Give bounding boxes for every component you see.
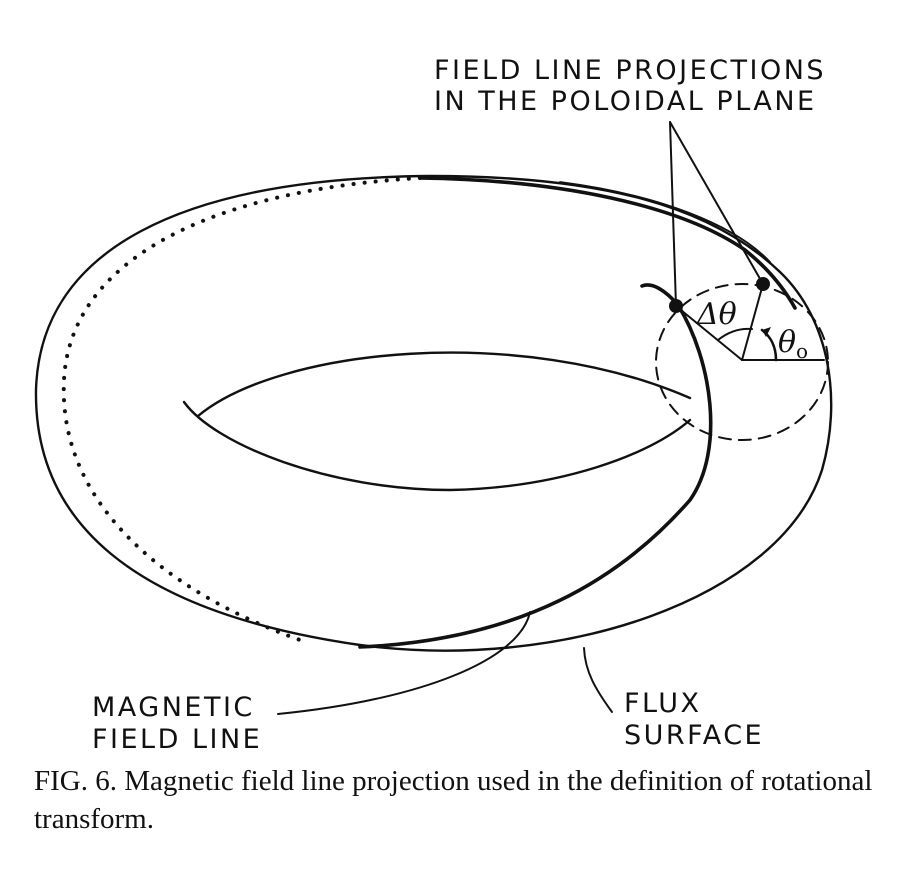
delta-theta-arc <box>717 327 753 341</box>
magnetic-label-line1: MAGNETIC <box>92 692 255 723</box>
radius-to-point-b <box>741 283 764 361</box>
pointer-line-b <box>669 121 764 285</box>
torus-hole-upper-rim <box>196 351 692 418</box>
flux-label-line1: FLUX <box>624 688 702 719</box>
field-line-visible <box>358 283 713 649</box>
field-line-hidden <box>61 176 422 642</box>
theta-arrowhead <box>762 327 771 337</box>
theta-subscript: o <box>796 339 808 363</box>
delta-theta-symbol: Δθ <box>696 297 737 332</box>
figure-number: FIG. 6. <box>34 765 117 797</box>
magnetic-field-leader <box>277 611 531 715</box>
field-line-upper <box>418 176 797 310</box>
projections-label-line1: FIELD LINE PROJECTIONS <box>434 55 826 86</box>
poloidal-plane-circle <box>655 283 829 441</box>
theta-symbol: θ <box>778 325 796 360</box>
projections-label-line2: IN THE POLOIDAL PLANE <box>434 86 817 117</box>
field-line-upper-thin <box>559 181 771 263</box>
torus-outer-outline <box>34 174 833 652</box>
magnetic-label-line2: FIELD LINE <box>92 724 262 755</box>
pointer-line-a <box>669 121 677 307</box>
projection-point-a <box>669 299 683 313</box>
flux-surface-leader <box>583 647 613 713</box>
radius-to-point-a <box>675 305 743 361</box>
caption-text: Magnetic field line projection used in t… <box>34 765 873 835</box>
torus-hole-lower-rim <box>182 400 692 492</box>
theta-angle-arc <box>760 328 778 362</box>
projection-point-b <box>756 277 770 291</box>
figure-caption: FIG. 6. Magnetic field line projection u… <box>34 762 894 838</box>
flux-label-line2: SURFACE <box>624 720 764 751</box>
